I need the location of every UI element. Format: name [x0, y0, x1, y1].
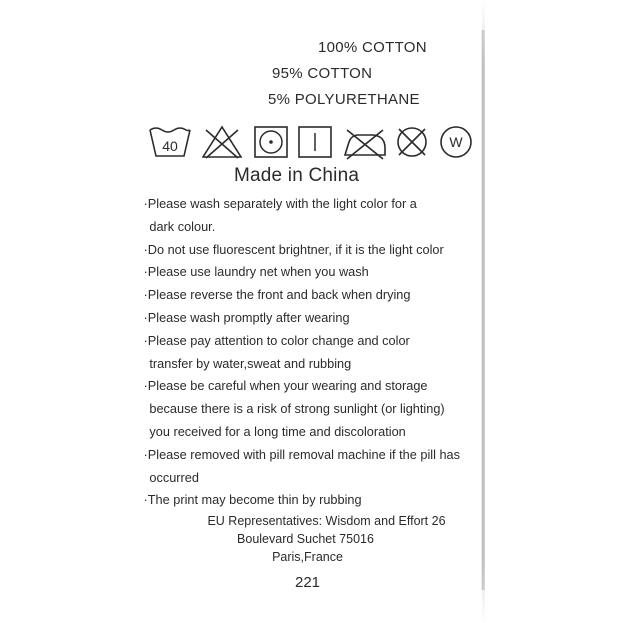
fabric-composition-line-1: 100% COTTON: [318, 39, 427, 56]
instruction-line: ·Please removed with pill removal machin…: [143, 446, 461, 462]
care-symbols-row: 40 W: [147, 122, 477, 166]
care-instructions: ·Please wash separately with the light c…: [144, 193, 487, 512]
instruction-line: you received for a long time and discolo…: [149, 423, 406, 439]
instruction-line: ·Please wash separately with the light c…: [143, 196, 417, 211]
line-dry-icon: [298, 126, 332, 158]
instruction-line: ·Please pay attention to color change an…: [143, 332, 410, 348]
instruction-line: occurred: [149, 469, 199, 485]
do-not-iron-icon: [343, 129, 386, 160]
fabric-composition-line-2: 95% COTTON: [272, 65, 373, 82]
country-of-origin: Made in China: [234, 165, 360, 186]
instruction-line: because there is a risk of strong sunlig…: [149, 401, 445, 417]
label-edge-shadow-secondary: [482, 0, 485, 623]
instruction-line: dark colour.: [149, 218, 216, 234]
eu-representative-line-1: EU Representatives: Wisdom and Effort 26: [207, 514, 446, 528]
wet-clean-icon: W: [440, 126, 472, 158]
instruction-line: ·Please wash promptly after wearing: [143, 309, 350, 325]
wash-40-icon: 40: [149, 127, 191, 157]
eu-representative-line-2: Boulevard Suchet 75016: [237, 532, 374, 546]
wash-temperature-label: 40: [162, 138, 178, 154]
instruction-line: ·Please reverse the front and back when …: [143, 287, 411, 303]
instruction-line: transfer by water,sweat and rubbing: [149, 355, 352, 371]
fabric-composition-line-3: 5% POLYURETHANE: [268, 91, 420, 108]
label-edge-shadow: [481, 30, 485, 590]
instruction-line: ·The print may become thin by rubbing: [143, 492, 362, 508]
wet-clean-label: W: [449, 134, 463, 150]
instruction-line: ·Please use laundry net when you wash: [143, 264, 369, 280]
do-not-dry-clean-icon: [397, 127, 427, 157]
tumble-dry-low-icon: [254, 126, 288, 158]
label-code: 221: [295, 574, 321, 591]
instruction-line: ·Do not use fluorescent brightner, if it…: [143, 241, 444, 257]
eu-representative-line-3: Paris,France: [272, 550, 343, 564]
do-not-bleach-icon: [201, 125, 243, 159]
instruction-line: ·Please be careful when your wearing and…: [143, 378, 428, 394]
